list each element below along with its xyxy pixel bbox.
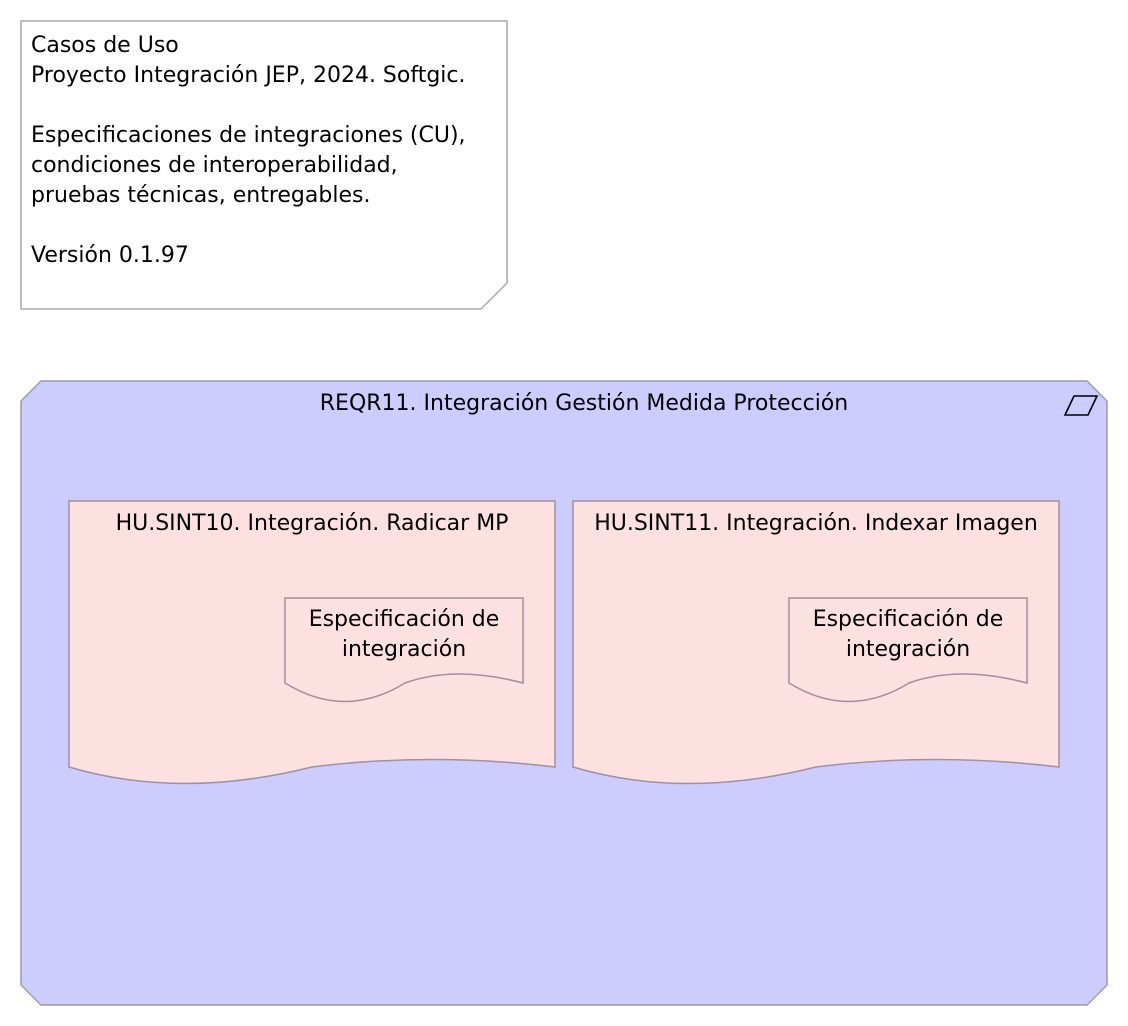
note-line-conditions: condiciones de interoperabilidad, [31, 153, 398, 178]
artifact-box-sint10[interactable] [284, 597, 524, 703]
note-line-version: Versión 0.1.97 [31, 243, 189, 268]
story-title-sint11: HU.SINT11. Integración. Indexar Imagen [594, 511, 1038, 536]
artifact-label-sint11-line2: integración [845, 637, 971, 662]
note-line-spec: Especificaciones de integraciones (CU), [31, 123, 466, 148]
artifact-box-sint11[interactable] [788, 597, 1028, 703]
note-line-tests: pruebas técnicas, entregables. [31, 183, 371, 208]
artifact-label-sint10-line2: integración [341, 637, 467, 662]
note-box[interactable] [20, 20, 508, 310]
note-line-title: Casos de Uso [31, 33, 179, 58]
story-title-sint10: HU.SINT10. Integración. Radicar MP [115, 511, 509, 536]
grouping-title: REQR11. Integración Gestión Medida Prote… [319, 391, 849, 416]
artifact-label-sint10-line1: Especificación de [308, 607, 500, 632]
artifact-label-sint11-line1: Especificación de [812, 607, 1004, 632]
note-line-project: Proyecto Integración JEP, 2024. Softgic. [31, 63, 466, 88]
parallelogram-icon [1063, 395, 1099, 416]
